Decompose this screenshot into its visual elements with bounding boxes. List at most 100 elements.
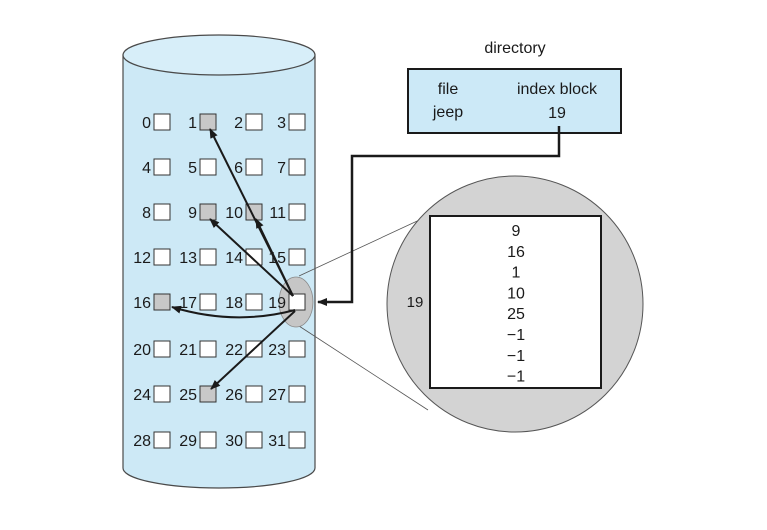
disk-block-2: 2 bbox=[234, 113, 263, 132]
index-entry: −1 bbox=[507, 369, 525, 386]
disk-block-11: 11 bbox=[269, 203, 306, 222]
disk-block-number: 11 bbox=[269, 205, 286, 222]
free-block-box bbox=[288, 203, 306, 221]
index-entry: 16 bbox=[507, 244, 525, 261]
directory-title: directory bbox=[484, 40, 545, 57]
disk-block-number: 19 bbox=[268, 295, 286, 312]
free-block-box bbox=[199, 248, 217, 266]
directory-to-index-pointer bbox=[317, 126, 561, 306]
disk-block-0: 0 bbox=[142, 113, 171, 132]
index-block-contents bbox=[429, 215, 602, 389]
disk-block-number: 14 bbox=[225, 250, 243, 267]
pointer-to-block-10 bbox=[255, 218, 294, 297]
disk-block-23: 23 bbox=[268, 340, 306, 359]
disk-block-number: 16 bbox=[133, 295, 151, 312]
disk-block-31: 31 bbox=[268, 431, 306, 450]
free-block-box bbox=[245, 293, 263, 311]
disk-block-number: 10 bbox=[225, 205, 243, 222]
free-block-box bbox=[153, 248, 171, 266]
disk-top bbox=[122, 34, 316, 76]
disk-block-number: 3 bbox=[277, 115, 286, 132]
disk-block-20: 20 bbox=[133, 340, 171, 359]
used-block-box bbox=[199, 113, 217, 131]
free-block-box bbox=[153, 340, 171, 358]
disk-block-12: 12 bbox=[133, 248, 171, 267]
free-block-box bbox=[288, 113, 306, 131]
disk-block-number: 1 bbox=[188, 115, 197, 132]
disk-block-25: 25 bbox=[179, 385, 217, 404]
disk-block-number: 8 bbox=[142, 205, 151, 222]
used-block-box bbox=[153, 293, 171, 311]
disk-block-number: 24 bbox=[133, 387, 151, 404]
free-block-box bbox=[288, 385, 306, 403]
disk-block-number: 18 bbox=[225, 295, 243, 312]
free-block-box bbox=[288, 340, 306, 358]
disk-body bbox=[122, 54, 316, 489]
disk-block-number: 31 bbox=[268, 433, 286, 450]
disk-block-16: 16 bbox=[133, 293, 171, 312]
free-block-box bbox=[288, 431, 306, 449]
free-block-box bbox=[288, 248, 306, 266]
index-entry: 10 bbox=[507, 285, 525, 302]
magnifier-connector bbox=[298, 215, 429, 411]
index-entry: −1 bbox=[507, 348, 525, 365]
disk-block-30: 30 bbox=[225, 431, 263, 450]
directory-index-block-value: 19 bbox=[548, 105, 566, 122]
free-block-box bbox=[153, 203, 171, 221]
free-block-box bbox=[153, 113, 171, 131]
index-block-box bbox=[288, 293, 306, 311]
used-block-box bbox=[199, 385, 217, 403]
pointer-to-block-9 bbox=[209, 218, 294, 297]
free-block-box bbox=[245, 158, 263, 176]
pointer-to-block-16 bbox=[171, 305, 296, 319]
disk-block-number: 29 bbox=[179, 433, 197, 450]
disk-block-number: 23 bbox=[268, 342, 286, 359]
disk-block-13: 13 bbox=[179, 248, 217, 267]
free-block-box bbox=[245, 385, 263, 403]
free-block-box bbox=[199, 431, 217, 449]
disk-block-number: 25 bbox=[179, 387, 197, 404]
directory-col-index-block: index block bbox=[517, 81, 598, 98]
free-block-box bbox=[153, 385, 171, 403]
disk-block-1: 1 bbox=[188, 113, 217, 132]
disk-block-8: 8 bbox=[142, 203, 171, 222]
directory-col-file: file bbox=[438, 81, 459, 98]
disk-block-5: 5 bbox=[188, 158, 217, 177]
index-entry: 1 bbox=[512, 265, 521, 282]
disk-block-number: 22 bbox=[225, 342, 243, 359]
free-block-box bbox=[245, 248, 263, 266]
disk-block-number: 27 bbox=[268, 387, 286, 404]
disk-block-14: 14 bbox=[225, 248, 263, 267]
directory-box bbox=[407, 68, 622, 134]
directory-file-name: jeep bbox=[432, 104, 463, 121]
disk-block-21: 21 bbox=[179, 340, 217, 359]
disk-block-7: 7 bbox=[277, 158, 306, 177]
disk-block-4: 4 bbox=[142, 158, 171, 177]
disk-block-number: 7 bbox=[277, 160, 286, 177]
index-block-label: 19 bbox=[407, 294, 424, 311]
index-entry: 25 bbox=[507, 306, 525, 323]
disk-block-number: 17 bbox=[179, 295, 197, 312]
disk-cylinder bbox=[122, 34, 316, 489]
free-block-box bbox=[245, 113, 263, 131]
disk-block-number: 28 bbox=[133, 433, 151, 450]
disk-block-number: 20 bbox=[133, 342, 151, 359]
disk-block-24: 24 bbox=[133, 385, 171, 404]
directory-table: directory file index block jeep 19 bbox=[407, 40, 622, 134]
disk-block-number: 6 bbox=[234, 160, 243, 177]
free-block-box bbox=[199, 158, 217, 176]
index-entry: 9 bbox=[512, 223, 521, 240]
disk-block-19: 19 bbox=[268, 293, 306, 312]
disk-block-number: 21 bbox=[179, 342, 197, 359]
disk-block-number: 5 bbox=[188, 160, 197, 177]
disk-block-number: 13 bbox=[179, 250, 197, 267]
disk-block-number: 26 bbox=[225, 387, 243, 404]
block-pointers bbox=[171, 128, 296, 390]
free-block-box bbox=[288, 158, 306, 176]
disk-block-number: 12 bbox=[133, 250, 151, 267]
used-block-box bbox=[199, 203, 217, 221]
free-block-box bbox=[153, 158, 171, 176]
free-block-box bbox=[153, 431, 171, 449]
